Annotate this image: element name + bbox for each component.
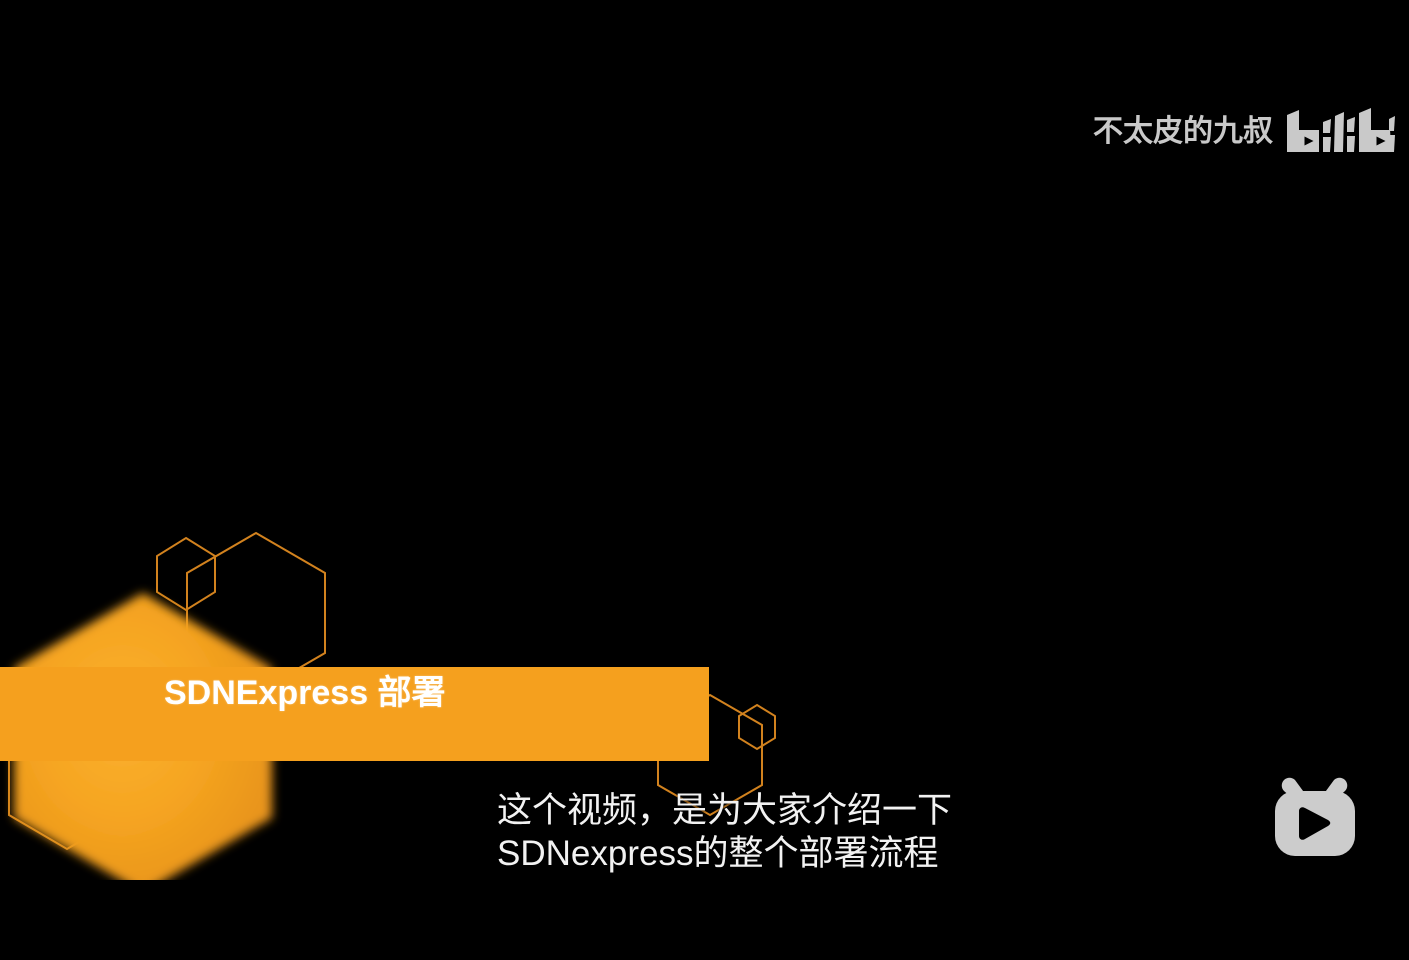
slide-title-bar	[0, 667, 709, 761]
bilibili-tv-play-icon	[1275, 777, 1355, 856]
channel-name-label: 不太皮的九叔	[1093, 115, 1273, 148]
page-title: SDNExpress 部署	[164, 674, 446, 712]
bilibili-wordmark-icon	[1287, 108, 1395, 152]
channel-watermark: 不太皮的九叔	[1093, 106, 1397, 158]
subtitle-line-2: SDNexpress的整个部署流程	[497, 834, 939, 873]
subtitle-line-1: 这个视频，是为大家介绍一下	[497, 791, 953, 830]
subtitle-block: 这个视频，是为大家介绍一下 SDNexpress的整个部署流程	[497, 789, 1117, 875]
